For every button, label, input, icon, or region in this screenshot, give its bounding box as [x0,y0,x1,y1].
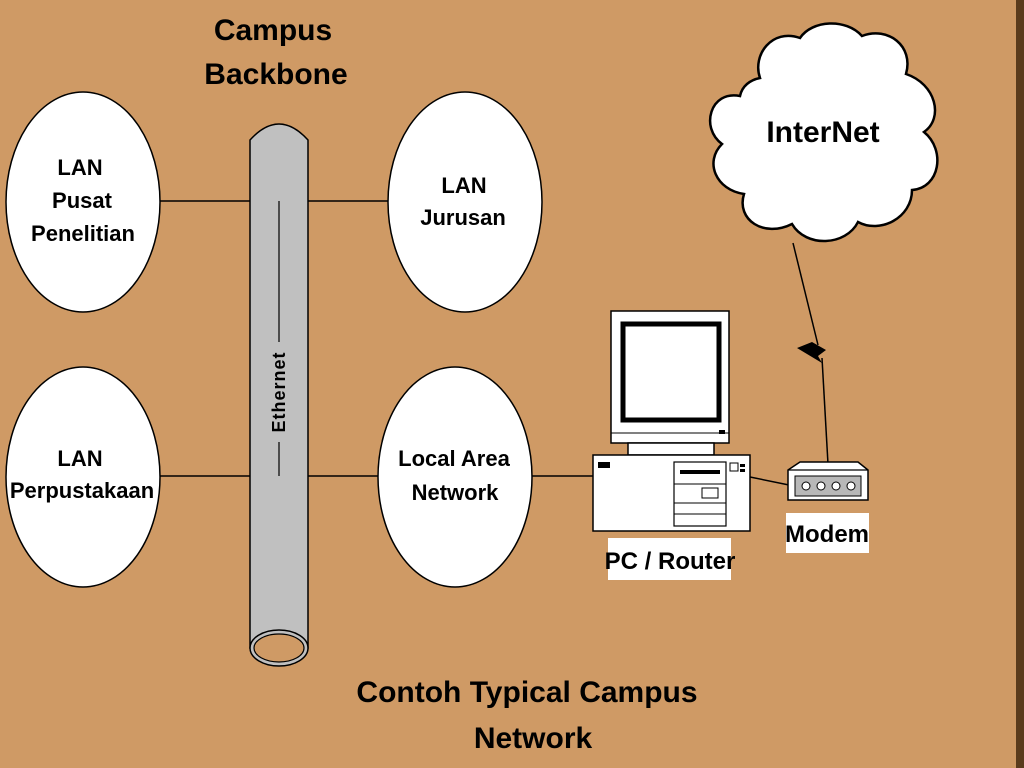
ethernet-label: Ethernet [269,351,289,432]
caption-line1: Contoh Typical Campus [356,676,697,709]
link-pc-modem [749,476,790,486]
slide-edge [1016,0,1024,768]
modem-icon [787,461,869,501]
node-lan-jurusan: LAN Jurusan [387,91,543,313]
caption-line2: Network [474,722,593,755]
local-area-line2: Network [412,480,500,505]
lan-perpustakaan-line1: LAN [57,446,102,471]
node-lan-perpustakaan: LAN Perpustakaan [5,366,161,588]
pc-router-icon [592,310,751,532]
modem-label-box [786,513,869,553]
backbone-title-line2: Backbone [204,58,347,91]
backbone-title-line1: Campus [214,14,332,47]
lan-pusat-line2: Pusat [52,188,113,213]
pc-router-label-box [608,538,731,580]
node-lan-pusat-penelitian: LAN Pusat Penelitian [5,91,161,313]
lan-jurusan-line2: Jurusan [420,205,506,230]
node-local-area-network: Local Area Network [377,366,533,588]
modem-label: Modem [785,521,869,548]
internet-label: InterNet [766,116,879,149]
lan-jurusan-line1: LAN [441,173,486,198]
pc-router-label: PC / Router [605,548,736,575]
wireless-link-icon [792,242,829,465]
local-area-line1: Local Area [398,446,510,471]
ethernet-cable: Ethernet [249,123,309,667]
node-internet-cloud: InterNet [708,22,939,243]
lan-pusat-line1: LAN [57,155,102,180]
lan-perpustakaan-line2: Perpustakaan [10,478,154,503]
lan-pusat-line3: Penelitian [31,221,135,246]
